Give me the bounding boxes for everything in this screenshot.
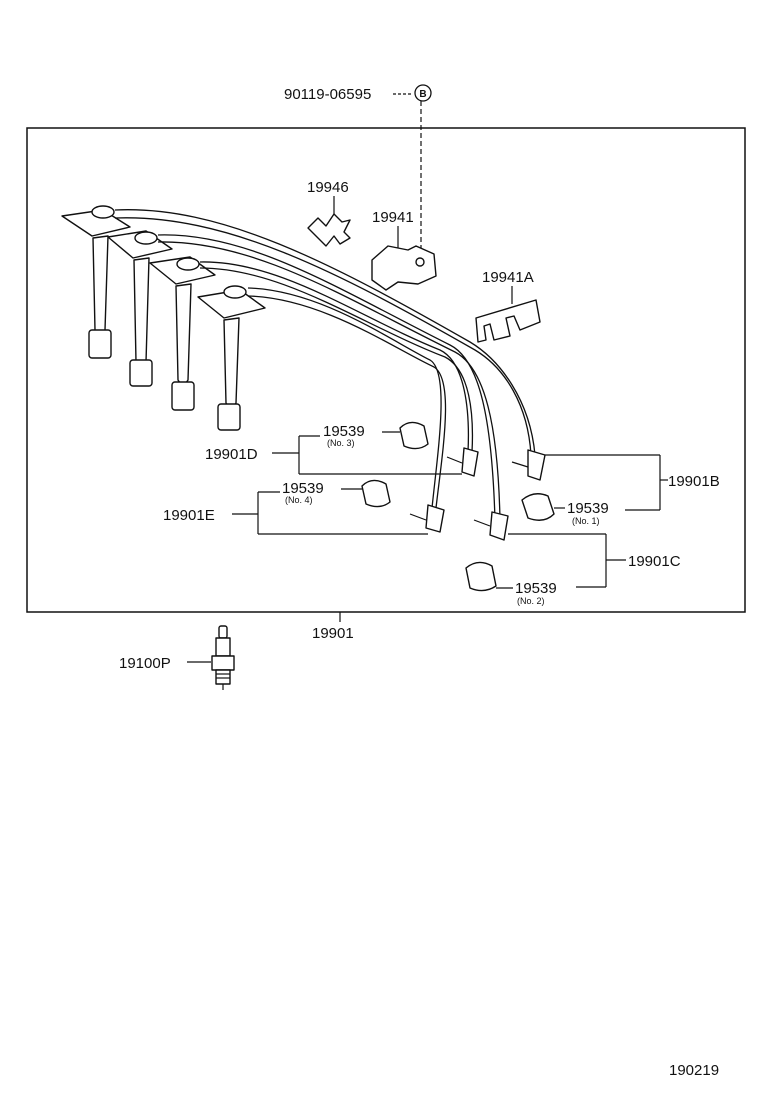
cord-b-part-number: 19901B [668,473,720,490]
boot-no1-part-number: 19539 [567,500,609,517]
clamp-19946 [307,213,351,247]
figure-number: 190219 [669,1062,719,1079]
boot-no2-part-number: 19539 [515,580,557,597]
clamp-a-part-number: 19946 [307,179,349,196]
boot-no4-icon [361,479,391,508]
spark-plug-part-number: 19100P [119,655,171,672]
clamp-19941a [475,299,541,343]
cord-e-part-number: 19901E [163,507,215,524]
cord-d-part-number: 19901D [205,446,258,463]
boot-no1-note: (No. 1) [572,516,600,526]
boot-no2-note: (No. 2) [517,596,545,606]
assembly-frame [26,127,746,613]
boot-no4-part-number: 19539 [282,480,324,497]
spark-plug-icon [211,625,235,690]
boot-no1-icon [521,493,555,521]
boot-no3-part-number: 19539 [323,423,365,440]
coil-cords-assembly [61,205,546,541]
bolt-marker: B [419,89,426,100]
clamp-b-part-number: 19941 [372,209,414,226]
cord-c-part-number: 19901C [628,553,681,570]
set-part-number: 19901 [312,625,354,642]
clamp-19941 [371,245,437,291]
boot-no3-note: (No. 3) [327,438,355,448]
boot-no4-note: (No. 4) [285,495,313,505]
boot-no3-icon [399,421,429,450]
boot-no2-icon [465,561,497,592]
bolt-marker-circle [414,84,432,102]
clamp-c-part-number: 19941A [482,269,534,286]
bolt-part-number: 90119-06595 [284,86,371,103]
